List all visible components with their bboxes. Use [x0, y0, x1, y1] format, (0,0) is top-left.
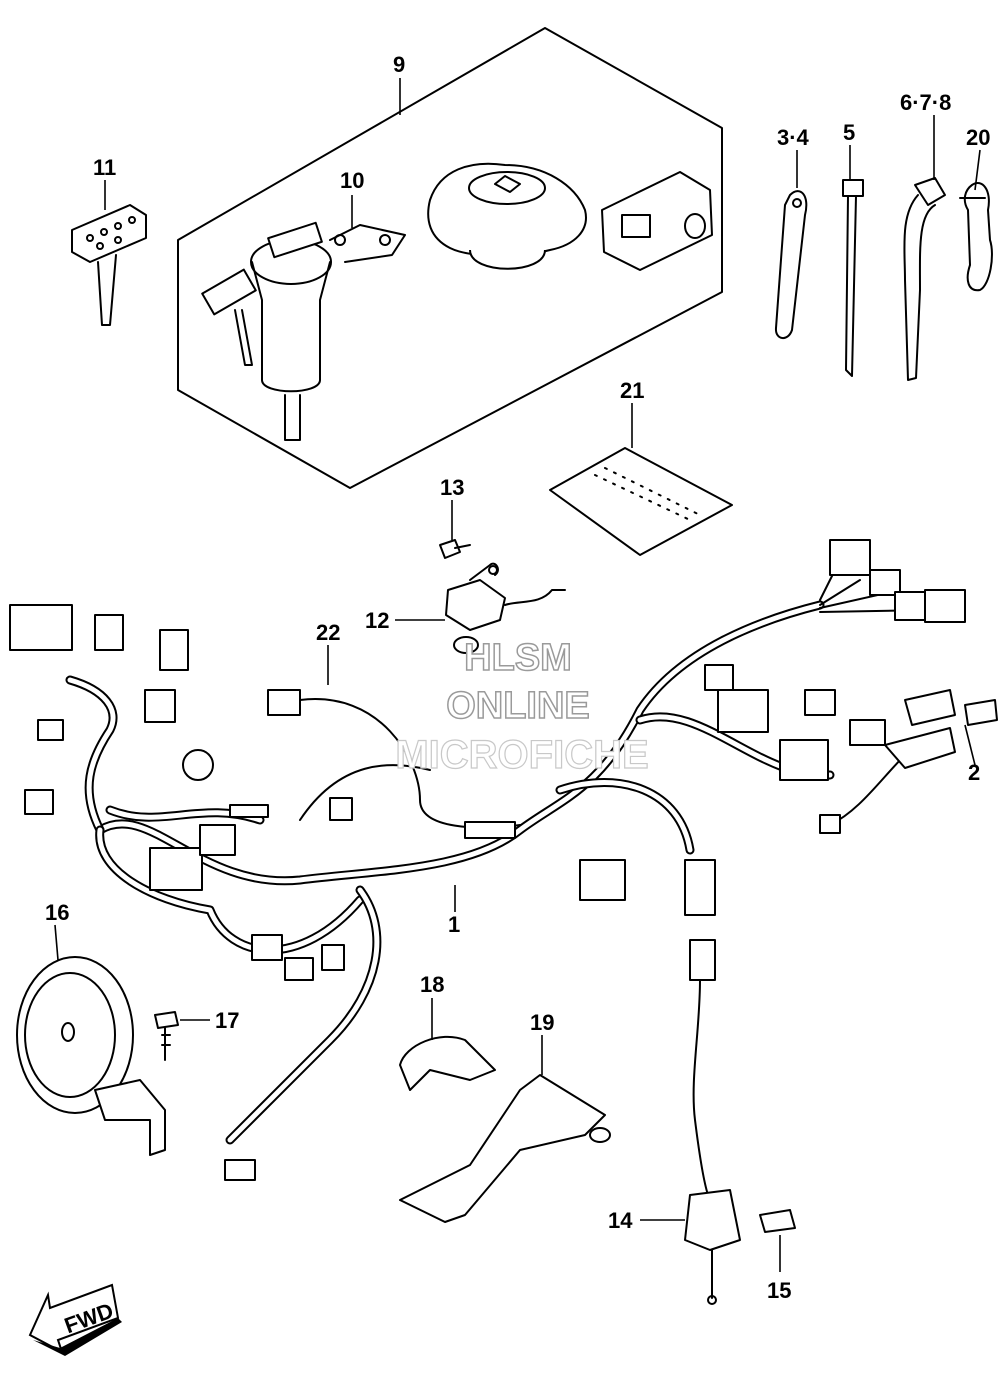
callout-10: 10 [340, 168, 364, 193]
part-3-4-clamp [774, 190, 808, 339]
part-13-bolt [439, 539, 471, 559]
part-11-key [71, 204, 147, 326]
watermark-line-3: MICROFICHE [395, 733, 648, 777]
callout-9: 9 [393, 52, 405, 77]
callout-2: 2 [968, 760, 980, 785]
leader-lines [54, 78, 981, 1272]
callout-14: 14 [608, 1208, 633, 1233]
callout-22: 22 [316, 620, 340, 645]
callout-13: 13 [440, 475, 464, 500]
callout-5: 5 [843, 120, 855, 145]
part-20-clip [959, 182, 993, 292]
callout-11: 11 [93, 155, 116, 180]
callout-21: 21 [620, 378, 644, 403]
part-2-fuse-box [884, 689, 998, 769]
part-12-switch [445, 562, 566, 654]
part-15-bolt [759, 1209, 796, 1233]
watermark-line-2: ONLINE [446, 685, 590, 727]
callout-15: 15 [767, 1278, 791, 1303]
part-14-sensor [684, 939, 741, 1305]
callout-20: 20 [966, 125, 990, 150]
callout-labels: 1 2 3·4 5 6·7·8 9 10 11 12 13 14 15 16 1… [45, 52, 990, 1303]
callout-12: 12 [365, 608, 389, 633]
part-19-bracket [399, 1074, 611, 1223]
watermark: HLSM ONLINE MICROFICHE [395, 636, 650, 777]
callout-6-7-8: 6·7·8 [900, 90, 951, 115]
callout-1: 1 [448, 912, 460, 937]
part-6-7-8-clamp [903, 177, 946, 381]
part-17-bolt [154, 1011, 179, 1061]
callout-17: 17 [215, 1008, 239, 1033]
callout-19: 19 [530, 1010, 554, 1035]
fwd-arrow-icon: FWD [28, 1283, 122, 1356]
part-16-horn [16, 956, 166, 1156]
callout-18: 18 [420, 972, 444, 997]
watermark-line-1: HLSM [464, 637, 572, 679]
callout-16: 16 [45, 900, 69, 925]
part-5-cable-tie [842, 179, 864, 377]
callout-3-4: 3·4 [777, 125, 810, 150]
part-9-ignition-set [177, 27, 723, 489]
part-1-wiring-harness [9, 539, 966, 1181]
part-18-cover [399, 1035, 496, 1091]
part-21-label-sheet [549, 447, 733, 556]
